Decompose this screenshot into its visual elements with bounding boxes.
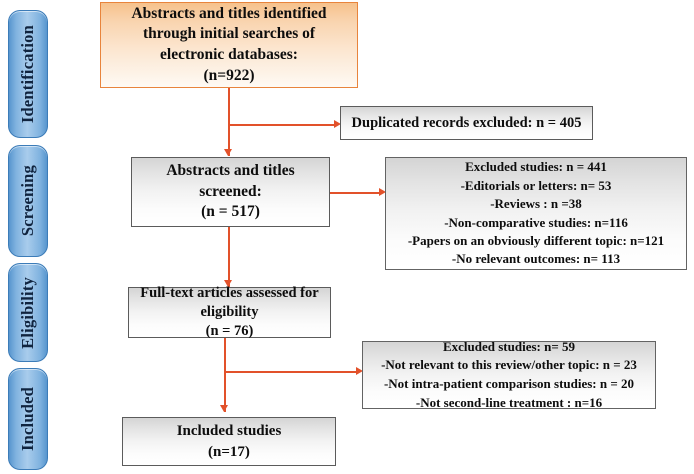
stage-label-included: Included bbox=[18, 387, 37, 451]
records-identified-line-1: Abstracts and titles identified bbox=[131, 4, 327, 22]
records-screened-line-1: Abstracts and titles bbox=[166, 161, 295, 179]
arrowhead-into-fulltext bbox=[224, 280, 232, 287]
duplicates-excluded-box: Duplicated records excluded: n = 405 bbox=[340, 106, 593, 140]
arrowhead-into-screening-excluded bbox=[379, 188, 386, 196]
stage-label-screening: Screening bbox=[18, 165, 37, 237]
fulltext-assessed-count: (n = 76) bbox=[205, 323, 254, 340]
arrowhead-into-included bbox=[220, 405, 228, 412]
screening-excluded-reason-2: -Reviews : n =38 bbox=[490, 196, 582, 212]
screening-excluded-box: Excluded studies: n = 441 -Editorials or… bbox=[385, 157, 687, 270]
fulltext-assessed-line-1: Full-text articles assessed for bbox=[140, 284, 319, 301]
eligibility-excluded-box: Excluded studies: n= 59 -Not relevant to… bbox=[362, 338, 656, 410]
arrowhead-into-eligibility-excluded bbox=[356, 367, 363, 375]
connector-identified-to-screened bbox=[228, 88, 230, 156]
arrowhead-into-duplicates bbox=[334, 120, 341, 128]
records-screened-box: Abstracts and titles screened: (n = 517) bbox=[131, 157, 330, 227]
records-identified-count: (n=922) bbox=[203, 66, 255, 84]
records-screened-count: (n = 517) bbox=[201, 203, 260, 221]
stage-tab-eligibility: Eligibility bbox=[8, 263, 48, 362]
fulltext-assessed-line-2: eligibility bbox=[200, 303, 259, 320]
eligibility-excluded-reason-3: -Not second-line treatment : n=16 bbox=[415, 394, 603, 410]
eligibility-excluded-reason-2: -Not intra-patient comparison studies: n… bbox=[383, 376, 635, 391]
records-identified-line-2: through initial searches of bbox=[142, 25, 316, 43]
stage-label-identification: Identification bbox=[18, 24, 37, 124]
records-identified-box: Abstracts and titles identified through … bbox=[100, 2, 358, 88]
connector-fulltext-to-included bbox=[224, 338, 226, 412]
screening-excluded-reason-3: -Non-comparative studies: n=116 bbox=[444, 214, 628, 230]
eligibility-excluded-reason-1: -Not relevant to this review/other topic… bbox=[381, 357, 637, 373]
included-studies-label: Included studies bbox=[176, 422, 282, 439]
stage-tab-identification: Identification bbox=[8, 10, 48, 138]
records-screened-line-2: screened: bbox=[199, 182, 262, 200]
stage-label-eligibility: Eligibility bbox=[18, 276, 37, 349]
arrowhead-into-screened bbox=[224, 149, 232, 156]
stage-tab-screening: Screening bbox=[8, 145, 48, 257]
connector-to-duplicates bbox=[228, 124, 337, 126]
screening-excluded-reason-4: -Papers on an obviously different topic:… bbox=[407, 232, 665, 248]
duplicates-excluded-text: Duplicated records excluded: n = 405 bbox=[351, 114, 582, 131]
screening-excluded-reason-5: -No relevant outcomes: n= 113 bbox=[451, 251, 621, 267]
fulltext-assessed-box: Full-text articles assessed for eligibil… bbox=[128, 284, 331, 340]
included-studies-box: Included studies (n=17) bbox=[122, 417, 336, 466]
connector-to-screening-excluded bbox=[330, 192, 382, 194]
records-identified-line-3: electronic databases: bbox=[160, 46, 298, 63]
eligibility-excluded-total: Excluded studies: n= 59 bbox=[442, 338, 576, 354]
screening-excluded-reason-1: -Editorials or letters: n= 53 bbox=[460, 177, 612, 193]
included-studies-count: (n=17) bbox=[208, 443, 250, 460]
screening-excluded-total: Excluded studies: n = 441 bbox=[465, 159, 607, 175]
stage-tab-included: Included bbox=[8, 368, 48, 470]
connector-screened-to-fulltext bbox=[228, 227, 230, 287]
connector-to-eligibility-excluded bbox=[224, 371, 359, 373]
